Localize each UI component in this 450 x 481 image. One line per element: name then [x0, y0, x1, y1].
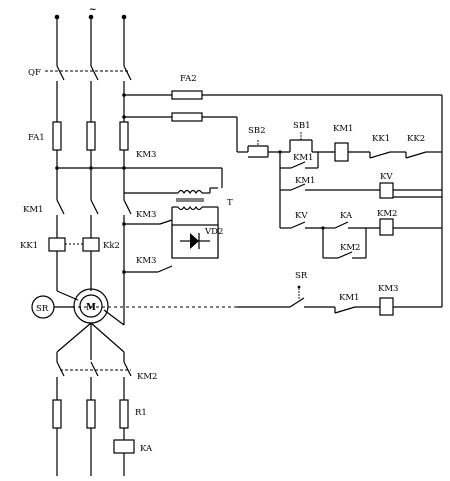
- fa2-label: FA2: [180, 74, 197, 84]
- km1-bottom-contact-label: KM1: [339, 293, 359, 303]
- control-circuit: SB2 SB1 KM1 KK1 KK2 KM1 KM1: [237, 121, 442, 316]
- qf-breaker: QF: [28, 65, 132, 122]
- fa1-fuses: FA1: [28, 121, 129, 200]
- speed-relay-left-label: SR: [36, 304, 49, 314]
- r1-label: R1: [135, 408, 147, 418]
- km2-contact-label: KM2: [340, 243, 360, 253]
- km1-coil-label: KM1: [333, 124, 353, 134]
- motor-label: M: [86, 303, 96, 313]
- thermal-relays: KK1 Kk2: [20, 237, 120, 291]
- bridge-rectifier-vd2: VD2: [171, 224, 223, 259]
- kk1-label: KK1: [20, 241, 38, 251]
- km2-coil-label: KM2: [377, 209, 397, 219]
- transformer-label: T: [227, 198, 233, 208]
- kv-contact-label: KV: [295, 211, 308, 221]
- km1-contact-b-label: KM1: [295, 176, 315, 186]
- km1-contact-a-label: KM1: [293, 153, 313, 163]
- km1-main-contacts: KM1: [23, 199, 132, 325]
- sb2-label: SB2: [248, 126, 265, 136]
- km3-rectifier-contacts: KM3 KM3: [122, 210, 173, 274]
- kk2-left-label: Kk2: [103, 241, 120, 251]
- sr-ctrl-label: SR: [295, 271, 308, 281]
- km3-top-contacts: KM3: [55, 150, 223, 189]
- sb1-label: SB1: [293, 121, 310, 131]
- supply-terminals: ~: [54, 5, 127, 20]
- km3-b-label: KM3: [136, 256, 156, 266]
- control-supply-taps: FA2: [122, 74, 443, 307]
- km1-left-label: KM1: [23, 205, 43, 215]
- km3-coil-label: KM3: [378, 284, 398, 294]
- qf-label: QF: [28, 68, 41, 78]
- ac-source-symbol: ~: [89, 5, 97, 15]
- km3-a-label: KM3: [136, 210, 156, 220]
- ka-bottom-label: KA: [140, 444, 153, 454]
- km3-top-label: KM3: [136, 150, 156, 160]
- braking-branch: KM2 R1 KA: [52, 322, 157, 476]
- vd2-label: VD2: [204, 227, 223, 237]
- kv-coil-label: KV: [380, 172, 393, 182]
- kk2-ctrl-label: KK2: [407, 134, 425, 144]
- km2-bottom-label: KM2: [137, 372, 157, 382]
- ka-ctrl-label: KA: [340, 211, 353, 221]
- fa1-label: FA1: [28, 133, 45, 143]
- phase-lines-top: [56, 19, 125, 66]
- motor: M SR: [31, 288, 237, 326]
- kk1-ctrl-label: KK1: [372, 134, 390, 144]
